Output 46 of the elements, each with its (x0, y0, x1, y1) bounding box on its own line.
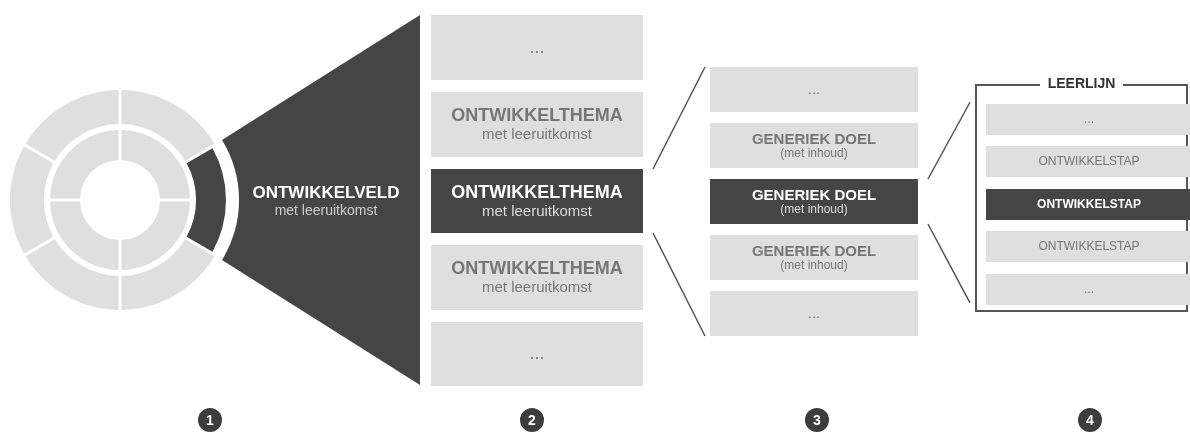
level-subtitle: (met inhoud) (780, 203, 848, 217)
level-title: ... (1084, 112, 1094, 127)
level-box (431, 245, 643, 310)
level-box (710, 67, 918, 112)
level-box (986, 146, 1190, 177)
level-title: GENERIEK DOEL (751, 242, 877, 260)
zoom-line (927, 101, 971, 180)
level-title: ONTWIKKELTHEMA (451, 106, 623, 127)
level-box (986, 231, 1190, 262)
level-box (710, 123, 918, 168)
level-box (431, 15, 643, 80)
highlighted-level-box (986, 189, 1190, 220)
level-box (986, 104, 1190, 135)
level-title: ... (529, 37, 545, 58)
zoom-line (652, 66, 706, 170)
level-box (986, 274, 1190, 305)
level-box (710, 235, 918, 280)
step-number: 1 (198, 408, 222, 432)
step-number: 4 (1078, 408, 1102, 432)
level-title: ONTWIKKELSTAP (1037, 197, 1141, 212)
level-title: ONTWIKKELTHEMA (451, 182, 623, 203)
level-subtitle: met leeruitkomst (274, 202, 378, 219)
level-title: ... (807, 81, 821, 98)
level-title: GENERIEK DOEL (751, 186, 877, 204)
level-title: ... (807, 305, 821, 322)
level-subtitle: (met inhoud) (780, 259, 848, 273)
highlighted-level-box (431, 169, 643, 233)
level-title: ONTWIKKELTHEMA (451, 259, 623, 280)
level-title: ONTWIKKELSTAP (1038, 154, 1140, 169)
level-title: ONTWIKKELVELD (252, 183, 400, 203)
step-number: 3 (805, 408, 829, 432)
level-subtitle: met leeruitkomst (481, 279, 592, 296)
level-subtitle: (met inhoud) (780, 147, 848, 161)
level-title: GENERIEK DOEL (751, 130, 877, 148)
level-title: ... (1084, 282, 1094, 297)
zoom-line (927, 223, 971, 304)
level-box (431, 322, 643, 386)
level-title: ONTWIKKELSTAP (1038, 239, 1140, 254)
step-number: 2 (520, 408, 544, 432)
zoom-line (652, 232, 706, 337)
level-subtitle: met leeruitkomst (481, 202, 592, 220)
level-box (431, 92, 643, 157)
highlighted-level-box (710, 179, 918, 224)
level-title: ... (529, 344, 545, 364)
level-subtitle: met leeruitkomst (481, 126, 592, 143)
level-box (710, 291, 918, 336)
